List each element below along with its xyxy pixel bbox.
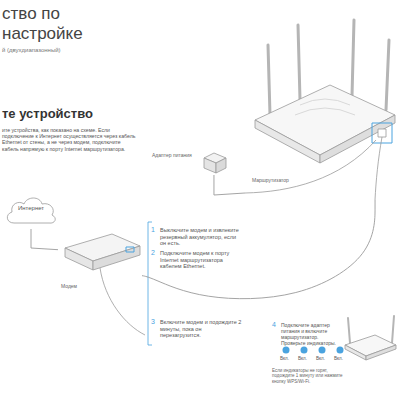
modem-device: Модем: [58, 232, 142, 291]
led-label: Вкл.: [298, 356, 312, 361]
cable-connector: [142, 200, 375, 299]
internet-cloud: Интернет: [4, 193, 58, 229]
led-label: Вкл.: [280, 356, 294, 361]
callout-number: 3: [151, 318, 159, 326]
callout-number: 4: [272, 321, 280, 329]
step-text: Подключите модем к порту Internet маршру…: [160, 250, 242, 270]
antenna: [268, 45, 270, 115]
step-text: Выключите модем и извлеките резервный ак…: [160, 227, 242, 247]
router-back: [320, 115, 395, 163]
modem-port-highlight: [126, 247, 134, 252]
subtitle: й (двухдиапазонный): [2, 47, 122, 54]
node-label: Маршрутизатор: [252, 177, 289, 183]
power-cable: [245, 140, 376, 193]
power-adapter: Адаптер питания: [150, 140, 228, 175]
small-router-side: [345, 345, 366, 360]
antenna: [298, 25, 300, 100]
antenna: [386, 40, 389, 110]
led-label: Вкл.: [334, 356, 348, 361]
router-top: [255, 85, 395, 155]
node-label: Модем: [61, 283, 77, 289]
step-text: Включите модем и подождите 2 минуты, пок…: [160, 319, 242, 339]
callout-number: 2: [151, 249, 159, 257]
led-icon: [283, 347, 290, 354]
led-icon: [301, 347, 308, 354]
wireless-router: Маршрутизатор: [245, 60, 398, 200]
modem-side: [65, 248, 93, 270]
callout-number: 1: [151, 226, 159, 234]
node-label: Адаптер питания: [152, 152, 192, 158]
adapter-front: [216, 158, 226, 173]
cable-connector: [31, 229, 58, 250]
page-title: ство по настройке: [2, 4, 97, 43]
router-pattern: [300, 99, 350, 105]
modem-front: [93, 246, 140, 270]
section-heading: те устройство: [2, 106, 142, 122]
port-highlight: [372, 123, 392, 143]
small-router-front: [366, 345, 396, 360]
cable-connector: [214, 175, 245, 195]
antenna: [392, 316, 394, 343]
led-label: Вкл.: [316, 356, 330, 361]
step-bracket: [148, 222, 152, 345]
antenna: [348, 318, 350, 343]
step-text: Подключите адаптер питания и включите ма…: [281, 322, 343, 346]
ethernet-cable: [375, 137, 382, 200]
intro-paragraph: ите устройства, как показано на схеме. Е…: [2, 127, 137, 152]
router-pattern: [295, 108, 355, 115]
ethernet-plug: [378, 129, 386, 137]
modem-power-cable: [100, 268, 145, 335]
node-label: Интернет: [4, 205, 58, 212]
led-icon: [337, 347, 344, 354]
router-side: [255, 120, 320, 163]
antenna: [352, 20, 354, 96]
led-icon: [319, 347, 326, 354]
adapter-side: [204, 158, 216, 173]
note-text: Если индикаторы не горят, подождите 1 ми…: [272, 368, 344, 384]
